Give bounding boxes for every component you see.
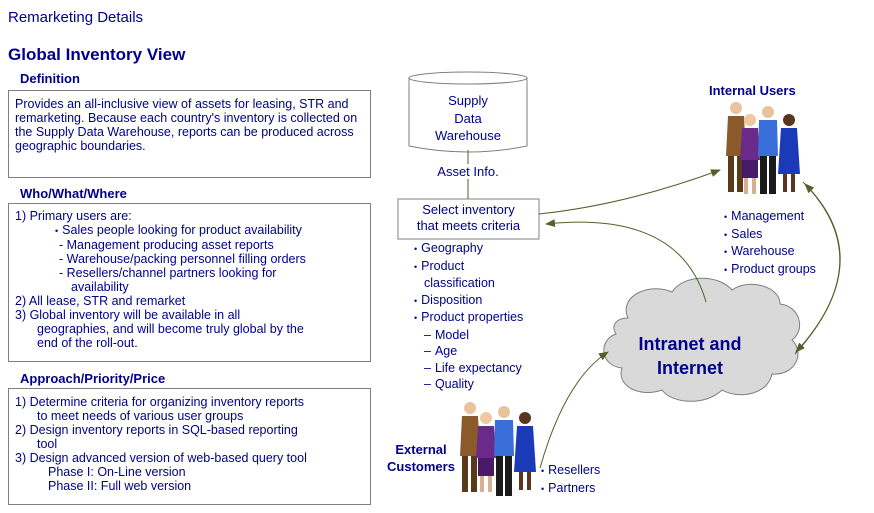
criteria-subitem: –Life expectancy [424, 360, 522, 375]
approach-line: 2) Design inventory reports in SQL-based… [15, 423, 298, 437]
arrow-external-to-cloud [539, 351, 609, 469]
who-line: - Resellers/channel partners looking for [59, 266, 277, 280]
criteria-item: •Disposition [414, 292, 483, 307]
approach-line: 3) Design advanced version of web-based … [15, 451, 307, 465]
arrow-cloud-to-internal [794, 183, 841, 355]
cloud-label: Intranet and Internet [638, 334, 742, 378]
internal-user-item: •Management [724, 209, 805, 223]
asset-info-label: Asset Info. [420, 164, 516, 179]
external-customers-title: External Customers [387, 442, 455, 474]
who-heading: Who/What/Where [20, 186, 127, 201]
warehouse-label: Supply Data Warehouse [435, 93, 501, 143]
who-line: availability [71, 280, 129, 294]
page-header: Remarketing Details [8, 9, 144, 26]
page-title: Global Inventory View [8, 45, 186, 64]
internal-user-item: •Product groups [724, 261, 816, 276]
internal-users-title: Internal Users [709, 83, 796, 98]
external-customer-item: •Resellers [541, 463, 601, 477]
external-customers-list: •Resellers •Partners [541, 462, 600, 497]
who-line: 3) Global inventory will be available in… [15, 308, 241, 322]
definition-heading: Definition [20, 71, 80, 86]
approach-line: 1) Determine criteria for organizing inv… [15, 395, 305, 409]
internal-users-icon [726, 102, 800, 194]
definition-box: Provides an all-inclusive view of assets… [8, 90, 371, 178]
definition-text: Provides an all-inclusive view of assets… [15, 97, 358, 153]
internal-user-item: •Sales [724, 226, 763, 241]
approach-line: to meet needs of various user groups [37, 409, 244, 423]
approach-heading: Approach/Priority/Price [20, 371, 166, 386]
criteria-item: •Product [414, 258, 465, 273]
arrow-cloud-to-select [545, 219, 707, 303]
criteria-item: •Product properties [414, 310, 524, 324]
approach-line: tool [37, 437, 58, 451]
who-line: - Management producing asset reports [59, 238, 274, 252]
approach-box: 1) Determine criteria for organizing inv… [8, 388, 371, 505]
who-line: end of the roll-out. [37, 336, 138, 350]
external-customer-item: •Partners [541, 480, 596, 495]
external-customers-icon [460, 402, 536, 496]
approach-line: Phase I: On-Line version [48, 465, 186, 479]
select-label: Select inventory that meets criteria [416, 202, 521, 233]
criteria-subitem: –Model [424, 327, 469, 342]
who-bullet-line: •Sales people looking for product availa… [55, 223, 302, 237]
arrow-to-internal-users [538, 169, 721, 215]
who-line: 2) All lease, STR and remarket [15, 294, 186, 308]
criteria-item: •Geography [414, 241, 484, 255]
internal-users-list: •Management •Sales •Warehouse •Product g… [724, 208, 816, 278]
select-box [397, 198, 540, 240]
cloud-shape [603, 277, 801, 402]
approach-line: Phase II: Full web version [48, 479, 192, 493]
who-box: 1) Primary users are: •Sales people look… [8, 203, 371, 362]
warehouse-cylinder [408, 71, 528, 153]
criteria-subitem: –Age [424, 344, 458, 358]
internal-user-item: •Warehouse [724, 244, 795, 258]
who-line: 1) Primary users are: [15, 209, 132, 223]
criteria-item: classification [424, 276, 495, 290]
who-line: - Warehouse/packing personnel filling or… [59, 252, 306, 266]
criteria-list: •Geography •Product classification •Disp… [414, 240, 523, 393]
criteria-subitem: –Quality [424, 377, 474, 391]
who-line: geographies, and will become truly globa… [37, 322, 304, 336]
